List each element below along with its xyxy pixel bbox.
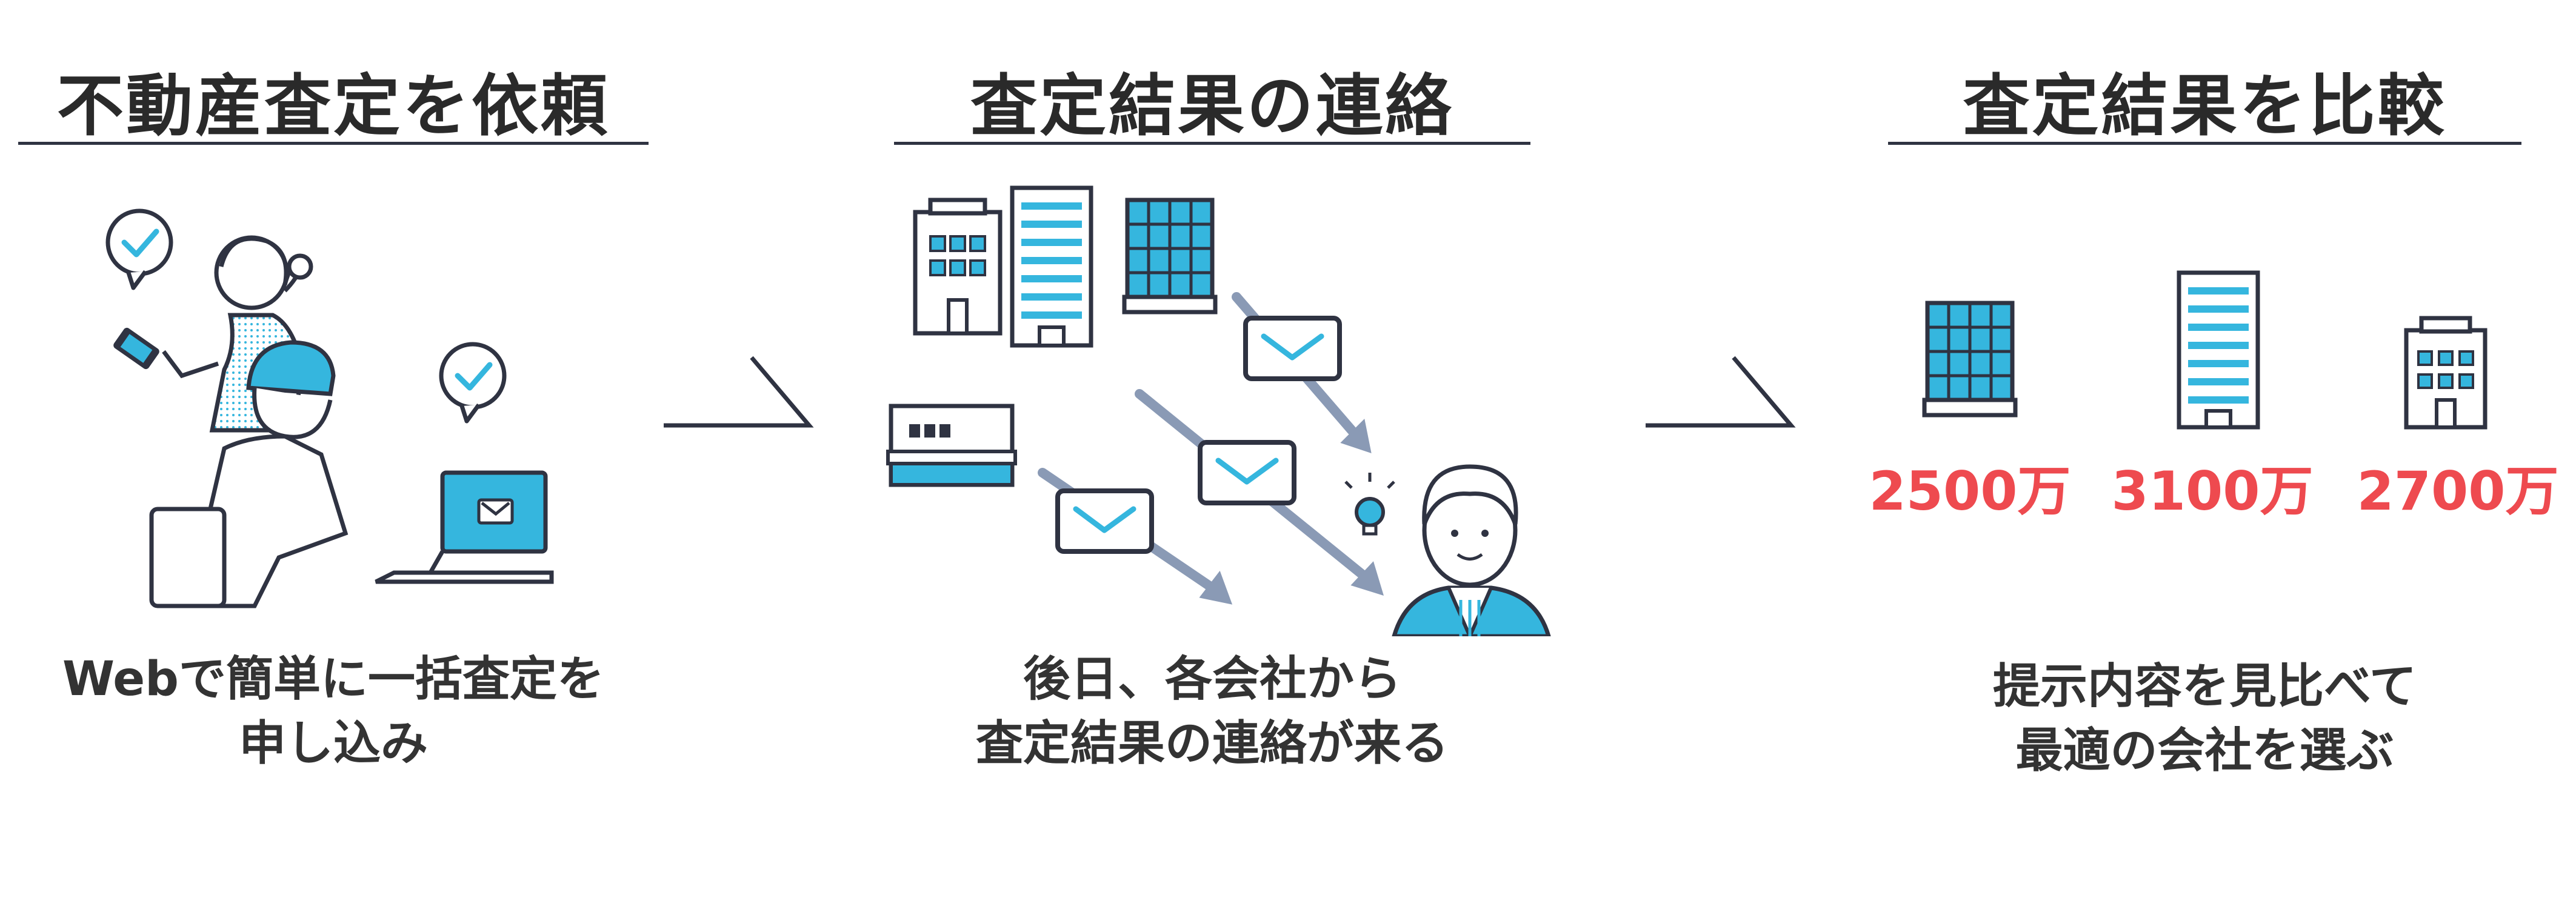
price-company-3: 2700万 bbox=[2357, 460, 2559, 522]
step-3-underline bbox=[1888, 142, 2521, 145]
step-1-caption-line-2: 申し込み bbox=[238, 716, 428, 771]
step-3-caption: 提示内容を見比べて 最適の会社を選ぶ bbox=[1888, 654, 2521, 783]
step-2-underline bbox=[894, 142, 1530, 145]
step-1-caption: Webで簡単に一括査定を 申し込み bbox=[18, 647, 649, 776]
check-bubble-icon bbox=[105, 208, 173, 290]
building-icon bbox=[2177, 270, 2260, 430]
step-2-caption: 後日、各会社から 査定結果の連絡が来る bbox=[894, 647, 1530, 776]
price-company-2: 3100万 bbox=[2111, 460, 2314, 522]
price-company-1: 2500万 bbox=[1869, 460, 2071, 522]
step-2-caption-line-1: 後日、各会社から bbox=[1023, 652, 1401, 707]
flow-arrow-2 bbox=[1646, 356, 1796, 428]
step-2-caption-line-2: 査定結果の連絡が来る bbox=[975, 716, 1449, 771]
step-3-title: 査定結果を比較 bbox=[1963, 67, 2447, 145]
building-icon bbox=[1122, 198, 1218, 315]
smartphone-icon bbox=[113, 327, 159, 370]
lightbulb-icon bbox=[1344, 473, 1395, 536]
step-2-title: 査定結果の連絡 bbox=[970, 67, 1454, 145]
step-1-title: 不動産査定を依頼 bbox=[57, 67, 610, 145]
man-with-laptop bbox=[149, 340, 349, 608]
mail-icon bbox=[1198, 440, 1296, 505]
mail-icon bbox=[1055, 488, 1154, 554]
step-1-illustration bbox=[105, 208, 554, 608]
flow-arrow-1 bbox=[664, 356, 814, 428]
step-3-caption-line-1: 提示内容を見比べて bbox=[1993, 659, 2417, 714]
mail-icon bbox=[1243, 316, 1342, 381]
businessman bbox=[1392, 464, 1551, 636]
step-1-underline bbox=[18, 142, 649, 145]
building-icon bbox=[1010, 185, 1093, 348]
building-icon bbox=[2404, 316, 2488, 430]
check-bubble-icon bbox=[439, 342, 507, 424]
laptop-icon bbox=[375, 470, 554, 584]
step-3-illustration bbox=[1922, 270, 2488, 430]
step-2-illustration bbox=[886, 185, 1551, 636]
building-icon bbox=[1922, 301, 2018, 418]
step-1-caption-line-1: Webで簡単に一括査定を bbox=[62, 652, 604, 707]
building-icon bbox=[886, 404, 1017, 487]
step-3-caption-line-2: 最適の会社を選ぶ bbox=[2015, 724, 2394, 778]
building-icon bbox=[913, 198, 1003, 336]
